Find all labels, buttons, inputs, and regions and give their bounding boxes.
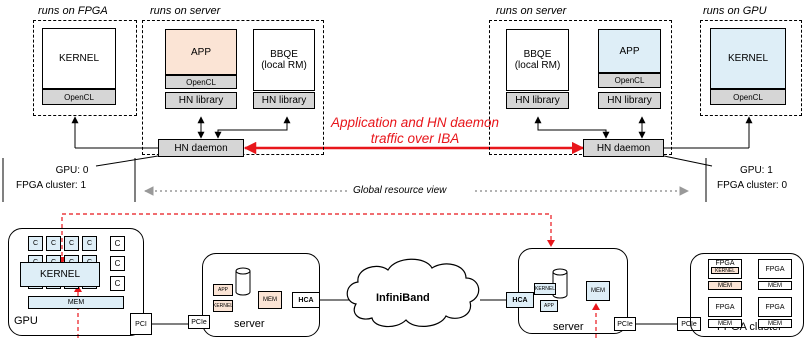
compute-unit: C <box>46 236 61 251</box>
app-box-left: APP <box>165 29 237 75</box>
right-resource-gpu: GPU: 1 <box>740 165 773 176</box>
fpga-chip-3-mem: MEM <box>708 319 742 328</box>
traffic-label: Application and HN daemon traffic over I… <box>325 115 505 147</box>
compute-unit: C <box>82 236 97 251</box>
hn-library-right-bbqe: HN library <box>506 92 569 109</box>
fpga-region <box>33 20 137 116</box>
storage-cylinder-left <box>235 267 251 296</box>
infiniband-cloud <box>346 258 480 328</box>
red-flow-arrowhead-server <box>547 240 555 247</box>
server-left-app: APP <box>213 284 233 296</box>
app-box-right: APP <box>598 29 661 73</box>
red-flow-vertical <box>77 290 597 338</box>
gpu-title: runs on GPU <box>703 5 767 17</box>
infiniband-label: InfiniBand <box>376 292 430 304</box>
server-right-pcie: PCIe <box>614 317 636 331</box>
hn-daemon-right: HN daemon <box>583 139 664 157</box>
gpu-kernel-box: KERNEL <box>710 28 786 89</box>
red-flow-top <box>61 213 552 263</box>
gpu-mem-box: MEM <box>28 296 124 309</box>
gpu-pci-box: PCI <box>130 313 152 335</box>
server-right-label: server <box>553 321 584 333</box>
hn-daemon-left: HN daemon <box>158 139 244 157</box>
gpu-region <box>700 20 802 116</box>
right-resource-fpga: FPGA cluster: 0 <box>717 180 788 191</box>
fpga-chip-2: FPGA <box>758 259 792 279</box>
server-right-app: APP <box>540 300 558 312</box>
left-connectors <box>71 116 291 167</box>
compute-unit: C <box>110 256 125 271</box>
fpga-chip-label: FPGA <box>715 260 735 267</box>
fpga-opencl-box: OpenCL <box>42 89 116 105</box>
fpga-chip-3: FPGA <box>708 297 742 317</box>
fpga-chip-1: FPGA KERNEL <box>708 259 742 279</box>
gpu-node <box>8 228 144 336</box>
gpu-label: GPU <box>14 315 38 327</box>
bbqe-label: BBQE <box>270 49 298 60</box>
fpga-cluster-node <box>690 253 804 337</box>
bottom-links <box>152 299 677 325</box>
left-resource-gpu: GPU: 0 <box>55 165 89 176</box>
storage-cylinder-right <box>552 268 568 299</box>
bbqe-sub-label: (local RM) <box>514 60 561 71</box>
compute-unit: C <box>64 236 79 251</box>
bbqe-sub-label: (local RM) <box>261 60 307 71</box>
fpga-chip-2-mem: MEM <box>758 281 792 290</box>
bbqe-box-left: BBQE (local RM) <box>253 29 315 91</box>
right-connectors <box>534 116 753 167</box>
global-resource-view-label: Global resource view <box>353 185 447 196</box>
fpga-title: runs on FPGA <box>38 5 108 17</box>
server-right-region <box>489 20 672 155</box>
fpga-chip-1-mem: MEM <box>708 281 742 290</box>
red-up-arrowhead-server <box>592 303 600 310</box>
bbqe-box-right: BBQE (local RM) <box>506 29 569 91</box>
gpu-opencl-box: OpenCL <box>710 89 786 105</box>
gpu-kernel-bar: KERNEL <box>20 262 100 287</box>
server-right-title: runs on server <box>496 5 567 17</box>
traffic-label-line1: Application and HN daemon <box>330 115 500 130</box>
server-left-hca: HCA <box>292 292 320 308</box>
hn-library-left-bbqe: HN library <box>253 92 315 109</box>
fpga-chip-4-mem: MEM <box>758 319 792 328</box>
server-right-node <box>518 248 628 334</box>
server-left-kernel: KERNEL <box>213 300 233 312</box>
traffic-label-line2: traffic over IBA <box>370 131 460 146</box>
hn-library-right-app: HN library <box>598 92 661 109</box>
bbqe-label: BBQE <box>523 49 552 60</box>
server-right-hca: HCA <box>506 292 534 308</box>
resource-separators <box>2 158 707 202</box>
server-left-pcie: PCIe <box>188 315 210 329</box>
fpga-chip-4: FPGA <box>758 297 792 317</box>
server-left-mem: MEM <box>258 291 282 309</box>
fpga-chip-kernel: KERNEL <box>711 267 739 274</box>
server-right-kernel: KERNEL <box>534 283 556 295</box>
left-resource-fpga: FPGA cluster: 1 <box>16 180 87 191</box>
server-right-mem: MEM <box>586 281 610 301</box>
compute-unit: C <box>110 276 125 291</box>
hn-library-left-app: HN library <box>165 92 237 109</box>
server-left-title: runs on server <box>150 5 221 17</box>
server-left-label: server <box>234 318 265 330</box>
opencl-box-right: OpenCL <box>598 73 661 88</box>
compute-unit: C <box>110 236 125 251</box>
opencl-box-left: OpenCL <box>165 75 237 89</box>
fpga-kernel-box: KERNEL <box>42 28 116 89</box>
compute-unit: C <box>28 236 43 251</box>
fpga-cluster-label: FPGA cluster <box>717 321 782 333</box>
